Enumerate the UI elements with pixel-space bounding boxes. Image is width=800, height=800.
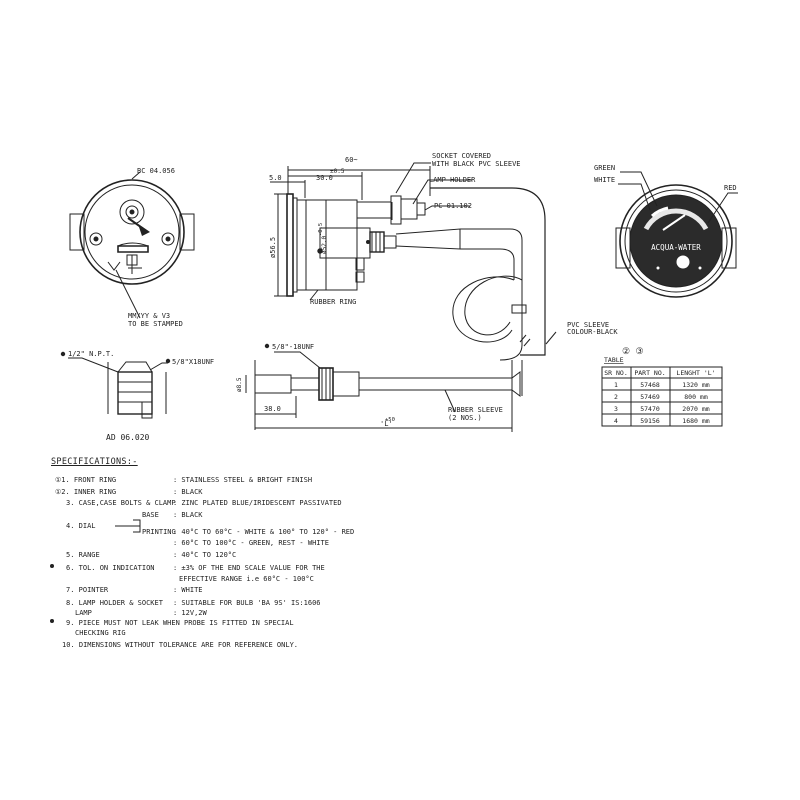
spec-value: : 40°C TO 60°C - WHITE & 100° TO 120° - …: [173, 528, 355, 536]
table-cell: 59156: [640, 417, 660, 425]
dim-50: ±50: [385, 417, 395, 423]
table-cell: 57468: [640, 381, 660, 389]
rubber-sleeve-label: RUBBER SLEEVE: [448, 406, 503, 414]
table-cell: 1320 mm: [682, 381, 709, 389]
spec-label: 10. DIMENSIONS WITHOUT TOLERANCE ARE FOR…: [62, 641, 299, 649]
dim-38: 38.0: [264, 405, 281, 413]
dim-L: 'L': [380, 420, 393, 428]
unf-left-label: 5/8"X18UNF: [172, 358, 214, 366]
spec-label: 4. DIAL: [66, 522, 96, 530]
stamp-label-1: MM/YY & V3: [128, 312, 170, 320]
probe-assembly: [245, 351, 521, 432]
gauge-front-view: [615, 171, 738, 298]
spec-label: 5. RANGE: [66, 551, 100, 559]
spec-label: 9. PIECE MUST NOT LEAK WHEN PROBE IS FIT…: [66, 619, 294, 627]
spec-label: BASE: [142, 511, 159, 519]
white-label: WHITE: [594, 176, 615, 184]
table-cell: 57470: [640, 405, 660, 413]
gauge-back-view: [69, 171, 195, 319]
two-nos-label: (2 NOS.): [448, 414, 482, 422]
spec-value: : ±3% OF THE END SCALE VALUE FOR THE: [173, 564, 325, 572]
unf-mid-label: 5/8"-18UNF: [272, 343, 314, 351]
spec-label: 6. TOL. ON INDICATION: [66, 564, 155, 572]
spec-label: PRINTING: [142, 528, 176, 536]
spec-value: : ZINC PLATED BLUE/IRIDESCENT PASSIVATED: [173, 499, 342, 507]
dial-bracket: [115, 519, 141, 533]
dial-text: ACQUA-WATER: [651, 243, 701, 252]
table-cell: 1: [614, 381, 618, 389]
parts-table-grid: [601, 366, 723, 427]
table-cell: 4: [614, 417, 618, 425]
pvc-sleeve-label-1: PVC SLEEVE: [567, 321, 609, 329]
dim-30: 30.0: [316, 174, 333, 182]
dim-05: ±0.5: [330, 168, 345, 175]
adaptor-part: [68, 357, 168, 419]
spec-value: EFFECTIVE RANGE i.e 60°C - 100°C: [179, 575, 314, 583]
spec-value: : STAINLESS STEEL & BRIGHT FINISH: [173, 476, 313, 484]
stamp-label-2: TO BE STAMPED: [128, 320, 183, 328]
npt-label: 1/2" N.P.T.: [68, 350, 114, 358]
red-label: RED: [724, 184, 737, 192]
spec-value: : 40°C TO 120°C: [173, 551, 237, 559]
table-header-length: LENGHT 'L': [676, 369, 715, 377]
spec-label: ①1. FRONT RING: [55, 476, 117, 484]
spec-label: ①2. INNER RING: [55, 488, 117, 496]
rubber-ring-label: RUBBER RING: [310, 298, 356, 306]
spec-value: : WHITE: [173, 586, 203, 594]
spec-label: 3. CASE,CASE BOLTS & CLAMP: [66, 499, 176, 507]
dim-60: 60~: [345, 156, 358, 164]
spec-value: : SUITABLE FOR BULB 'BA 9S' IS:1606: [173, 599, 321, 607]
spec-value: : BLACK: [173, 511, 203, 519]
table-caption: TABLE: [604, 356, 624, 364]
dim-52: ø52.0: [321, 236, 328, 254]
green-label: GREEN: [594, 164, 615, 172]
dim-5: 5.0: [269, 174, 282, 182]
spec-label: 7. POINTER: [66, 586, 109, 594]
specifications-heading: SPECIFICATIONS:-: [51, 457, 138, 467]
pc-code-label: PC 01.102: [434, 202, 472, 210]
spec-label: 8. LAMP HOLDER & SOCKET: [66, 599, 163, 607]
spec-value: : 60°C TO 100°C - GREEN, REST - WHITE: [173, 539, 329, 547]
bc-code-label: BC 04.056: [137, 167, 175, 175]
spec-label: CHECKING RIG: [75, 629, 126, 637]
table-header-part: PART NO.: [634, 369, 665, 377]
spec-value: : BLACK: [173, 488, 203, 496]
table-cell: 3: [614, 405, 618, 413]
table-cell: 57469: [640, 393, 660, 401]
socket-label-1: SOCKET COVERED: [432, 152, 491, 160]
table-cell: 800 mm: [684, 393, 708, 401]
ad-code-label: AD 06.020: [106, 433, 150, 442]
pvc-sleeve-label-2: COLOUR-BLACK: [567, 328, 618, 336]
parts-table: ② ③ TABLE SR NO. PART NO. LENGHT 'L' 1 5…: [604, 347, 716, 425]
capillary-tube: [430, 187, 557, 396]
dim-tol: -0.5: [318, 223, 324, 236]
table-refs: ② ③: [622, 347, 644, 357]
gauge-side-view: [270, 162, 472, 301]
dim-565: ø56.5: [269, 237, 277, 258]
spec-value: : 12V,2W: [173, 609, 207, 617]
table-cell: 1680 mm: [682, 417, 709, 425]
dim-85: ø8.5: [236, 377, 243, 392]
socket-label-2: WITH BLACK PVC SLEEVE: [432, 160, 521, 168]
lamp-holder-label: LAMP HOLDER: [429, 176, 476, 184]
table-cell: 2070 mm: [682, 405, 709, 413]
spec-label: LAMP: [75, 609, 92, 617]
table-header-sr: SR NO.: [604, 369, 627, 377]
table-cell: 2: [614, 393, 618, 401]
